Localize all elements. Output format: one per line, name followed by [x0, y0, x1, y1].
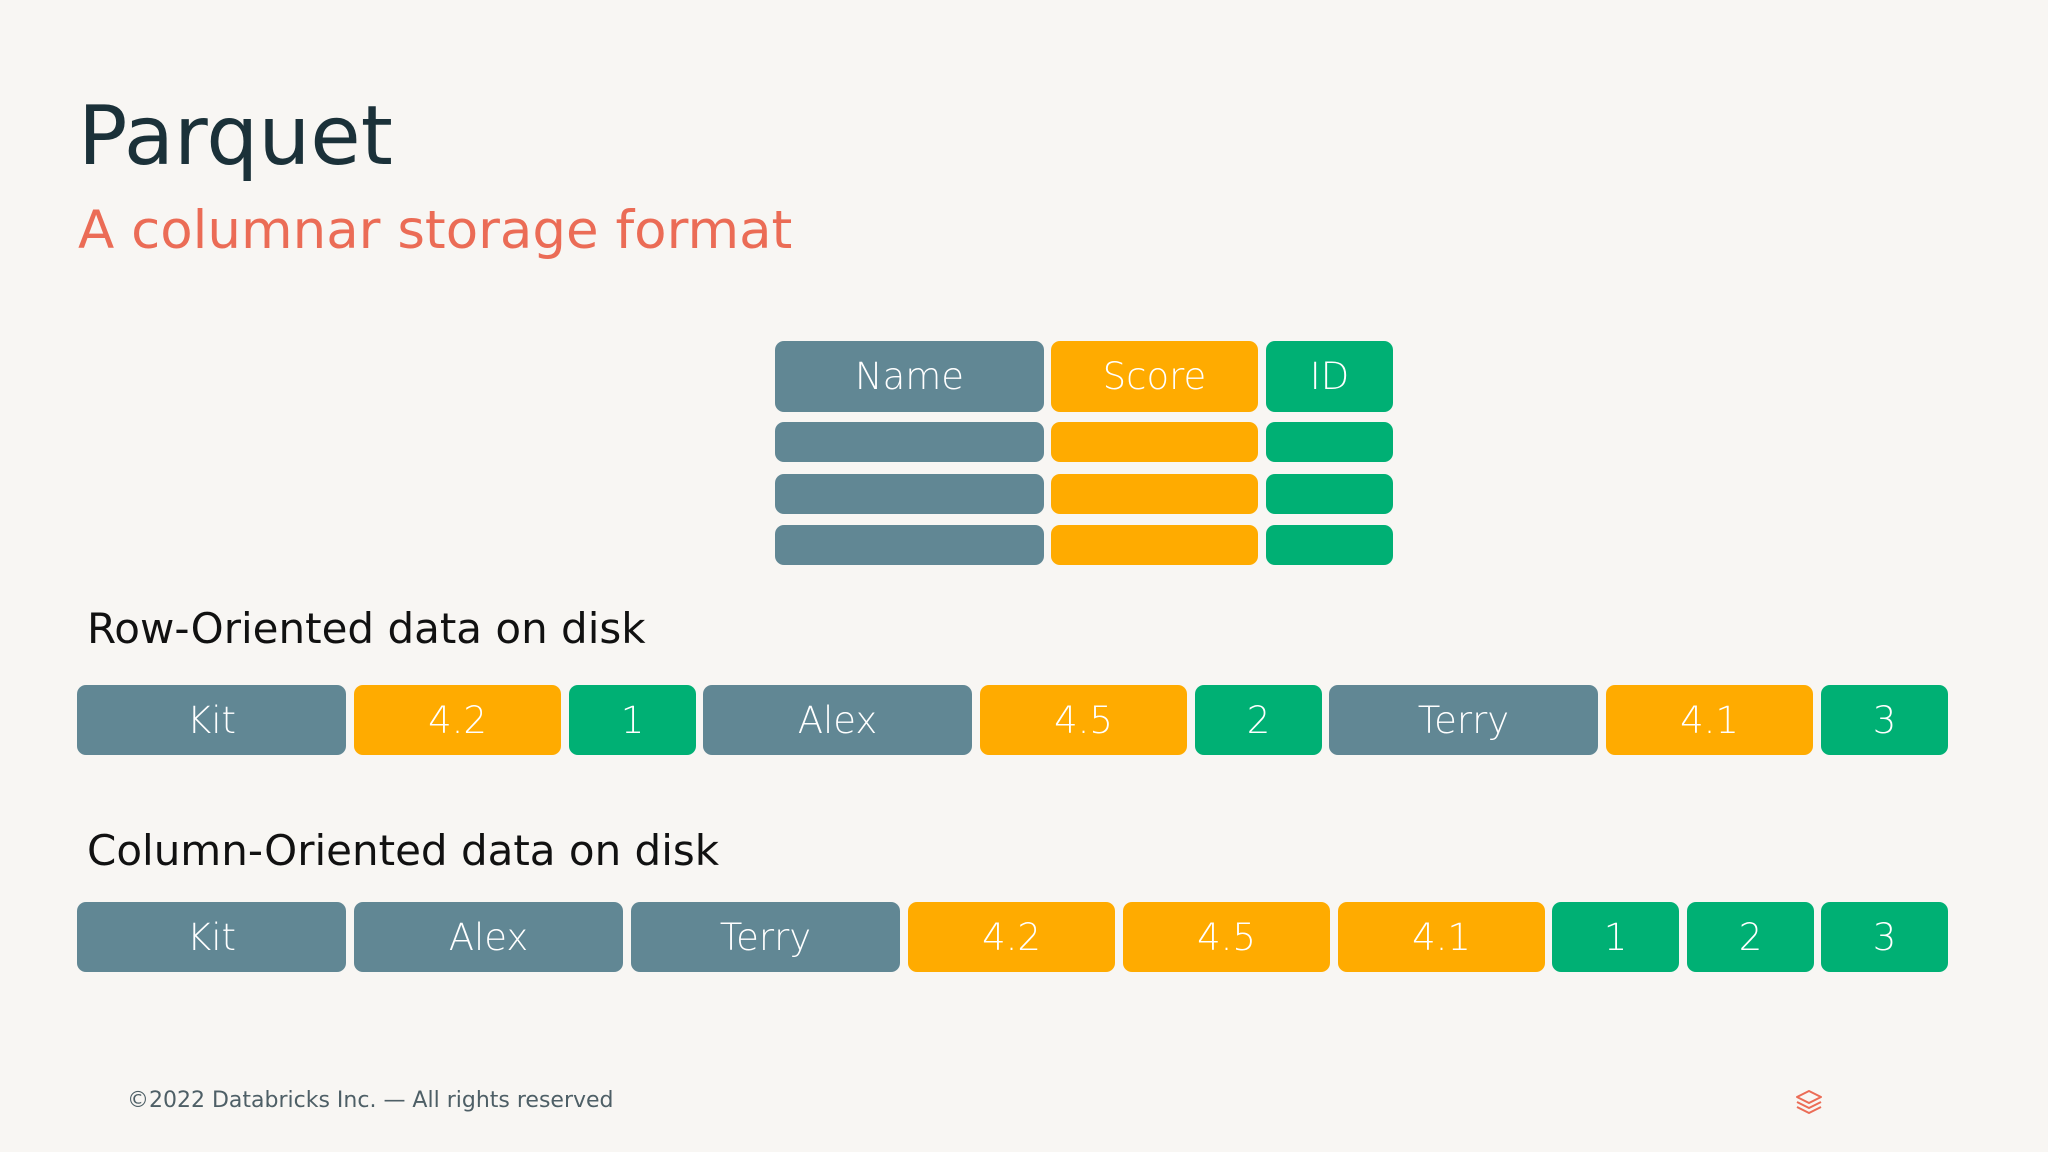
column-oriented-cell-9: 3 [1821, 902, 1948, 972]
table-row-2-score-cell [1051, 474, 1258, 514]
row-oriented-cell-3: 1 [569, 685, 696, 755]
row-oriented-cell-1: Kit [77, 685, 346, 755]
table-row-3-id-cell [1266, 525, 1393, 565]
row-oriented-cell-9: 3 [1821, 685, 1948, 755]
footer-copyright: ©2022 Databricks Inc. — All rights reser… [127, 1088, 614, 1113]
column-oriented-cell-6: 4.1 [1338, 902, 1545, 972]
table-row-1-name-cell [775, 422, 1044, 462]
row-oriented-cell-6: 2 [1195, 685, 1322, 755]
column-oriented-cell-3: Terry [631, 902, 900, 972]
column-oriented-cell-7: 1 [1552, 902, 1679, 972]
column-oriented-cell-4: 4.2 [908, 902, 1115, 972]
table-row-3-name-cell [775, 525, 1044, 565]
row-oriented-cell-7: Terry [1329, 685, 1598, 755]
databricks-logo-icon [1796, 1090, 1822, 1114]
table-row-2-id-cell [1266, 474, 1393, 514]
table-row-1-score-cell [1051, 422, 1258, 462]
column-oriented-cell-5: 4.5 [1123, 902, 1330, 972]
row-oriented-cell-8: 4.1 [1606, 685, 1813, 755]
table-header-name: Name [775, 341, 1044, 412]
slide-subtitle: A columnar storage format [78, 200, 793, 261]
column-oriented-cell-8: 2 [1687, 902, 1814, 972]
slide-title: Parquet [78, 89, 393, 184]
row-oriented-cell-4: Alex [703, 685, 972, 755]
table-row-2-name-cell [775, 474, 1044, 514]
table-row-1-id-cell [1266, 422, 1393, 462]
row-oriented-cell-2: 4.2 [354, 685, 561, 755]
table-header-id: ID [1266, 341, 1393, 412]
row-oriented-cell-5: 4.5 [980, 685, 1187, 755]
table-header-score: Score [1051, 341, 1258, 412]
table-row-3-score-cell [1051, 525, 1258, 565]
column-oriented-label: Column-Oriented data on disk [87, 826, 720, 875]
column-oriented-cell-2: Alex [354, 902, 623, 972]
row-oriented-label: Row-Oriented data on disk [87, 604, 646, 653]
column-oriented-cell-1: Kit [77, 902, 346, 972]
